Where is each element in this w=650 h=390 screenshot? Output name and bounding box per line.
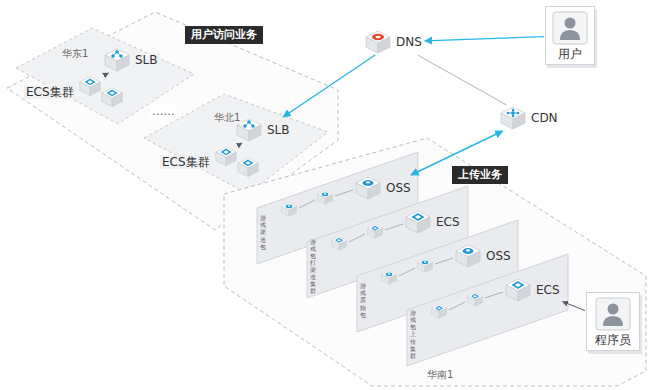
ecs-node: ECS	[405, 210, 462, 234]
ecs-cluster: ECS集群	[160, 146, 261, 178]
connector-arrow	[283, 55, 375, 117]
dns-node: DNS	[365, 30, 424, 54]
node-label: ECS	[534, 283, 562, 297]
oss-node: OSS	[455, 244, 513, 268]
node-label: 用户	[556, 47, 584, 61]
slb-node: SLB	[104, 48, 160, 72]
connector-arrow	[239, 143, 242, 145]
lane-label: 游戏包上传集群	[410, 310, 416, 359]
ecs-node: ECS	[505, 278, 562, 302]
lane-label: 游戏包打渠道集群	[310, 239, 316, 295]
slb-icon	[104, 48, 130, 72]
node-label: 程序员	[593, 333, 633, 347]
node-label: CDN	[529, 111, 560, 125]
zone-tag: 上传业务	[452, 166, 508, 184]
node-label: ECS集群	[160, 155, 212, 169]
cluster-icon	[215, 146, 261, 178]
region-name: 华北1	[212, 112, 242, 124]
connector-arrow	[411, 131, 503, 175]
lane-label: 游戏原始包	[360, 283, 366, 318]
programmer-node: 程序员	[586, 292, 640, 351]
cdn-icon	[500, 106, 526, 130]
ellipsis-label: ......	[150, 104, 177, 118]
oss-icon	[355, 176, 381, 200]
ecs-icon	[505, 278, 531, 302]
cluster-icon	[79, 76, 125, 108]
connector-arrow	[418, 55, 507, 105]
oss-icon	[455, 244, 481, 268]
region-name: 华南1	[425, 369, 455, 381]
zone-tag: 用户访问业务	[185, 26, 263, 44]
dns-icon	[365, 30, 391, 54]
slb-node: SLB	[236, 118, 292, 142]
lane-band: 游戏包上传集群 ECS	[405, 252, 570, 368]
user-node: 用户	[545, 6, 595, 65]
person-icon	[595, 297, 631, 331]
zone-region: 上传业务华南1游戏渠道包OSS游戏包打渠道集群ECS游戏原始包OSS游戏包上传集…	[222, 136, 648, 388]
oss-node: OSS	[355, 176, 413, 200]
ecs-icon	[405, 210, 431, 234]
node-label: ECS	[434, 215, 462, 229]
lane-band-outline	[405, 252, 570, 368]
person-icon	[552, 11, 588, 45]
region-name: 华东1	[60, 48, 90, 60]
connector-arrow	[105, 73, 109, 75]
node-label: OSS	[484, 249, 513, 263]
lane-label: 游戏渠道包	[260, 215, 266, 250]
cdn-node: CDN	[500, 106, 560, 130]
connector-arrow	[563, 302, 585, 311]
node-label: OSS	[384, 181, 413, 195]
node-label: SLB	[133, 53, 160, 67]
connector-arrow	[425, 37, 544, 41]
node-label: SLB	[265, 123, 292, 137]
node-label: DNS	[394, 35, 424, 49]
node-label: ECS集群	[24, 85, 76, 99]
ecs-cluster: ECS集群	[24, 76, 125, 108]
